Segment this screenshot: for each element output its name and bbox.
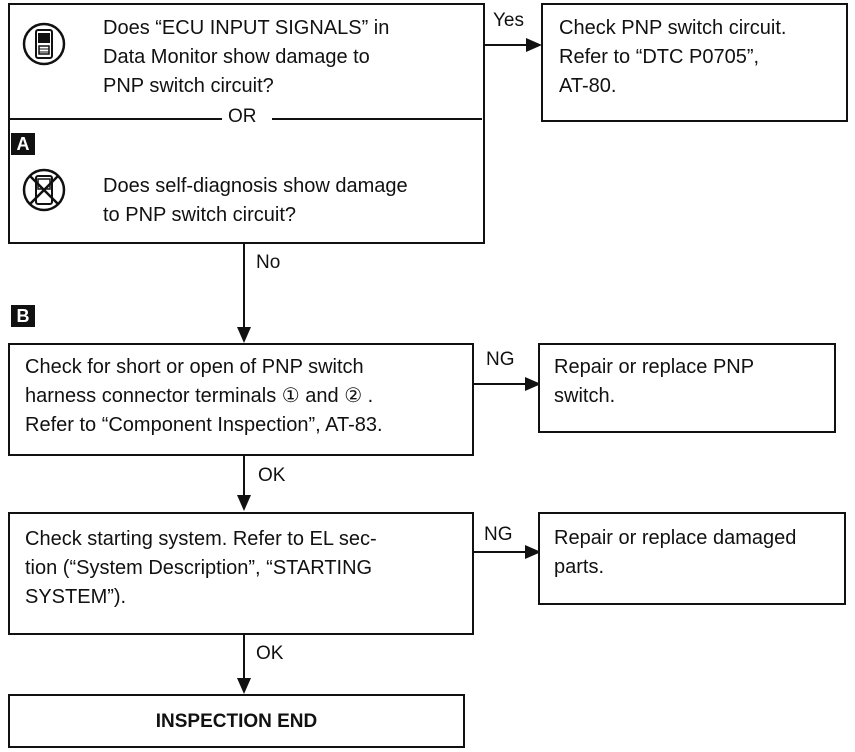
yes-arrow: [526, 38, 542, 52]
step1-question-2: Does self-diagnosis show damage to PNP s…: [103, 175, 408, 226]
step2-ok-arrow: [237, 495, 251, 511]
no-label: No: [256, 252, 281, 273]
step2-ng-box: [538, 343, 836, 433]
marker-b: B: [11, 305, 35, 327]
step2-box: [8, 343, 474, 456]
step3-ng-label: NG: [484, 524, 513, 545]
step2-ok-connector: [243, 456, 245, 496]
step3-ng-box: [538, 512, 846, 605]
inspection-end-label: INSPECTION END: [155, 711, 318, 732]
marker-a: A: [11, 133, 35, 155]
or-divider-left: [10, 118, 222, 120]
step3-ok-connector: [243, 635, 245, 679]
step1-yes-text: Check PNP switch circuit. Refer to “DTC …: [559, 17, 787, 97]
step1-yes-box: [541, 3, 848, 122]
step3-ok-label: OK: [256, 643, 284, 664]
step2-ng-label: NG: [486, 349, 515, 370]
step2-ng-text: Repair or replace PNP switch.: [554, 356, 755, 407]
step3-box: [8, 512, 474, 635]
step1-question-1: Does “ECU INPUT SIGNALS” in Data Monitor…: [103, 17, 390, 97]
consult-tester-icon: [22, 22, 66, 66]
step1-box: [8, 3, 485, 244]
step3-ng-connector: [474, 551, 526, 553]
yes-connector: [485, 44, 527, 46]
inspection-end-box: INSPECTION END: [8, 694, 465, 748]
step3-ok-arrow: [237, 678, 251, 694]
step2-ng-connector: [474, 383, 526, 385]
step2-text: Check for short or open of PNP switch ha…: [25, 356, 383, 436]
step3-ng-text: Repair or replace damaged parts.: [554, 527, 797, 578]
step2-ng-arrow: [525, 377, 541, 391]
no-connector: [243, 244, 245, 328]
step3-text: Check starting system. Refer to EL sec- …: [25, 528, 377, 608]
or-divider-right: [272, 118, 482, 120]
step3-ng-arrow: [525, 545, 541, 559]
no-tester-icon: [22, 168, 66, 212]
or-label: OR: [228, 106, 257, 127]
yes-label: Yes: [493, 10, 524, 31]
no-arrow: [237, 327, 251, 343]
step2-ok-label: OK: [258, 465, 286, 486]
